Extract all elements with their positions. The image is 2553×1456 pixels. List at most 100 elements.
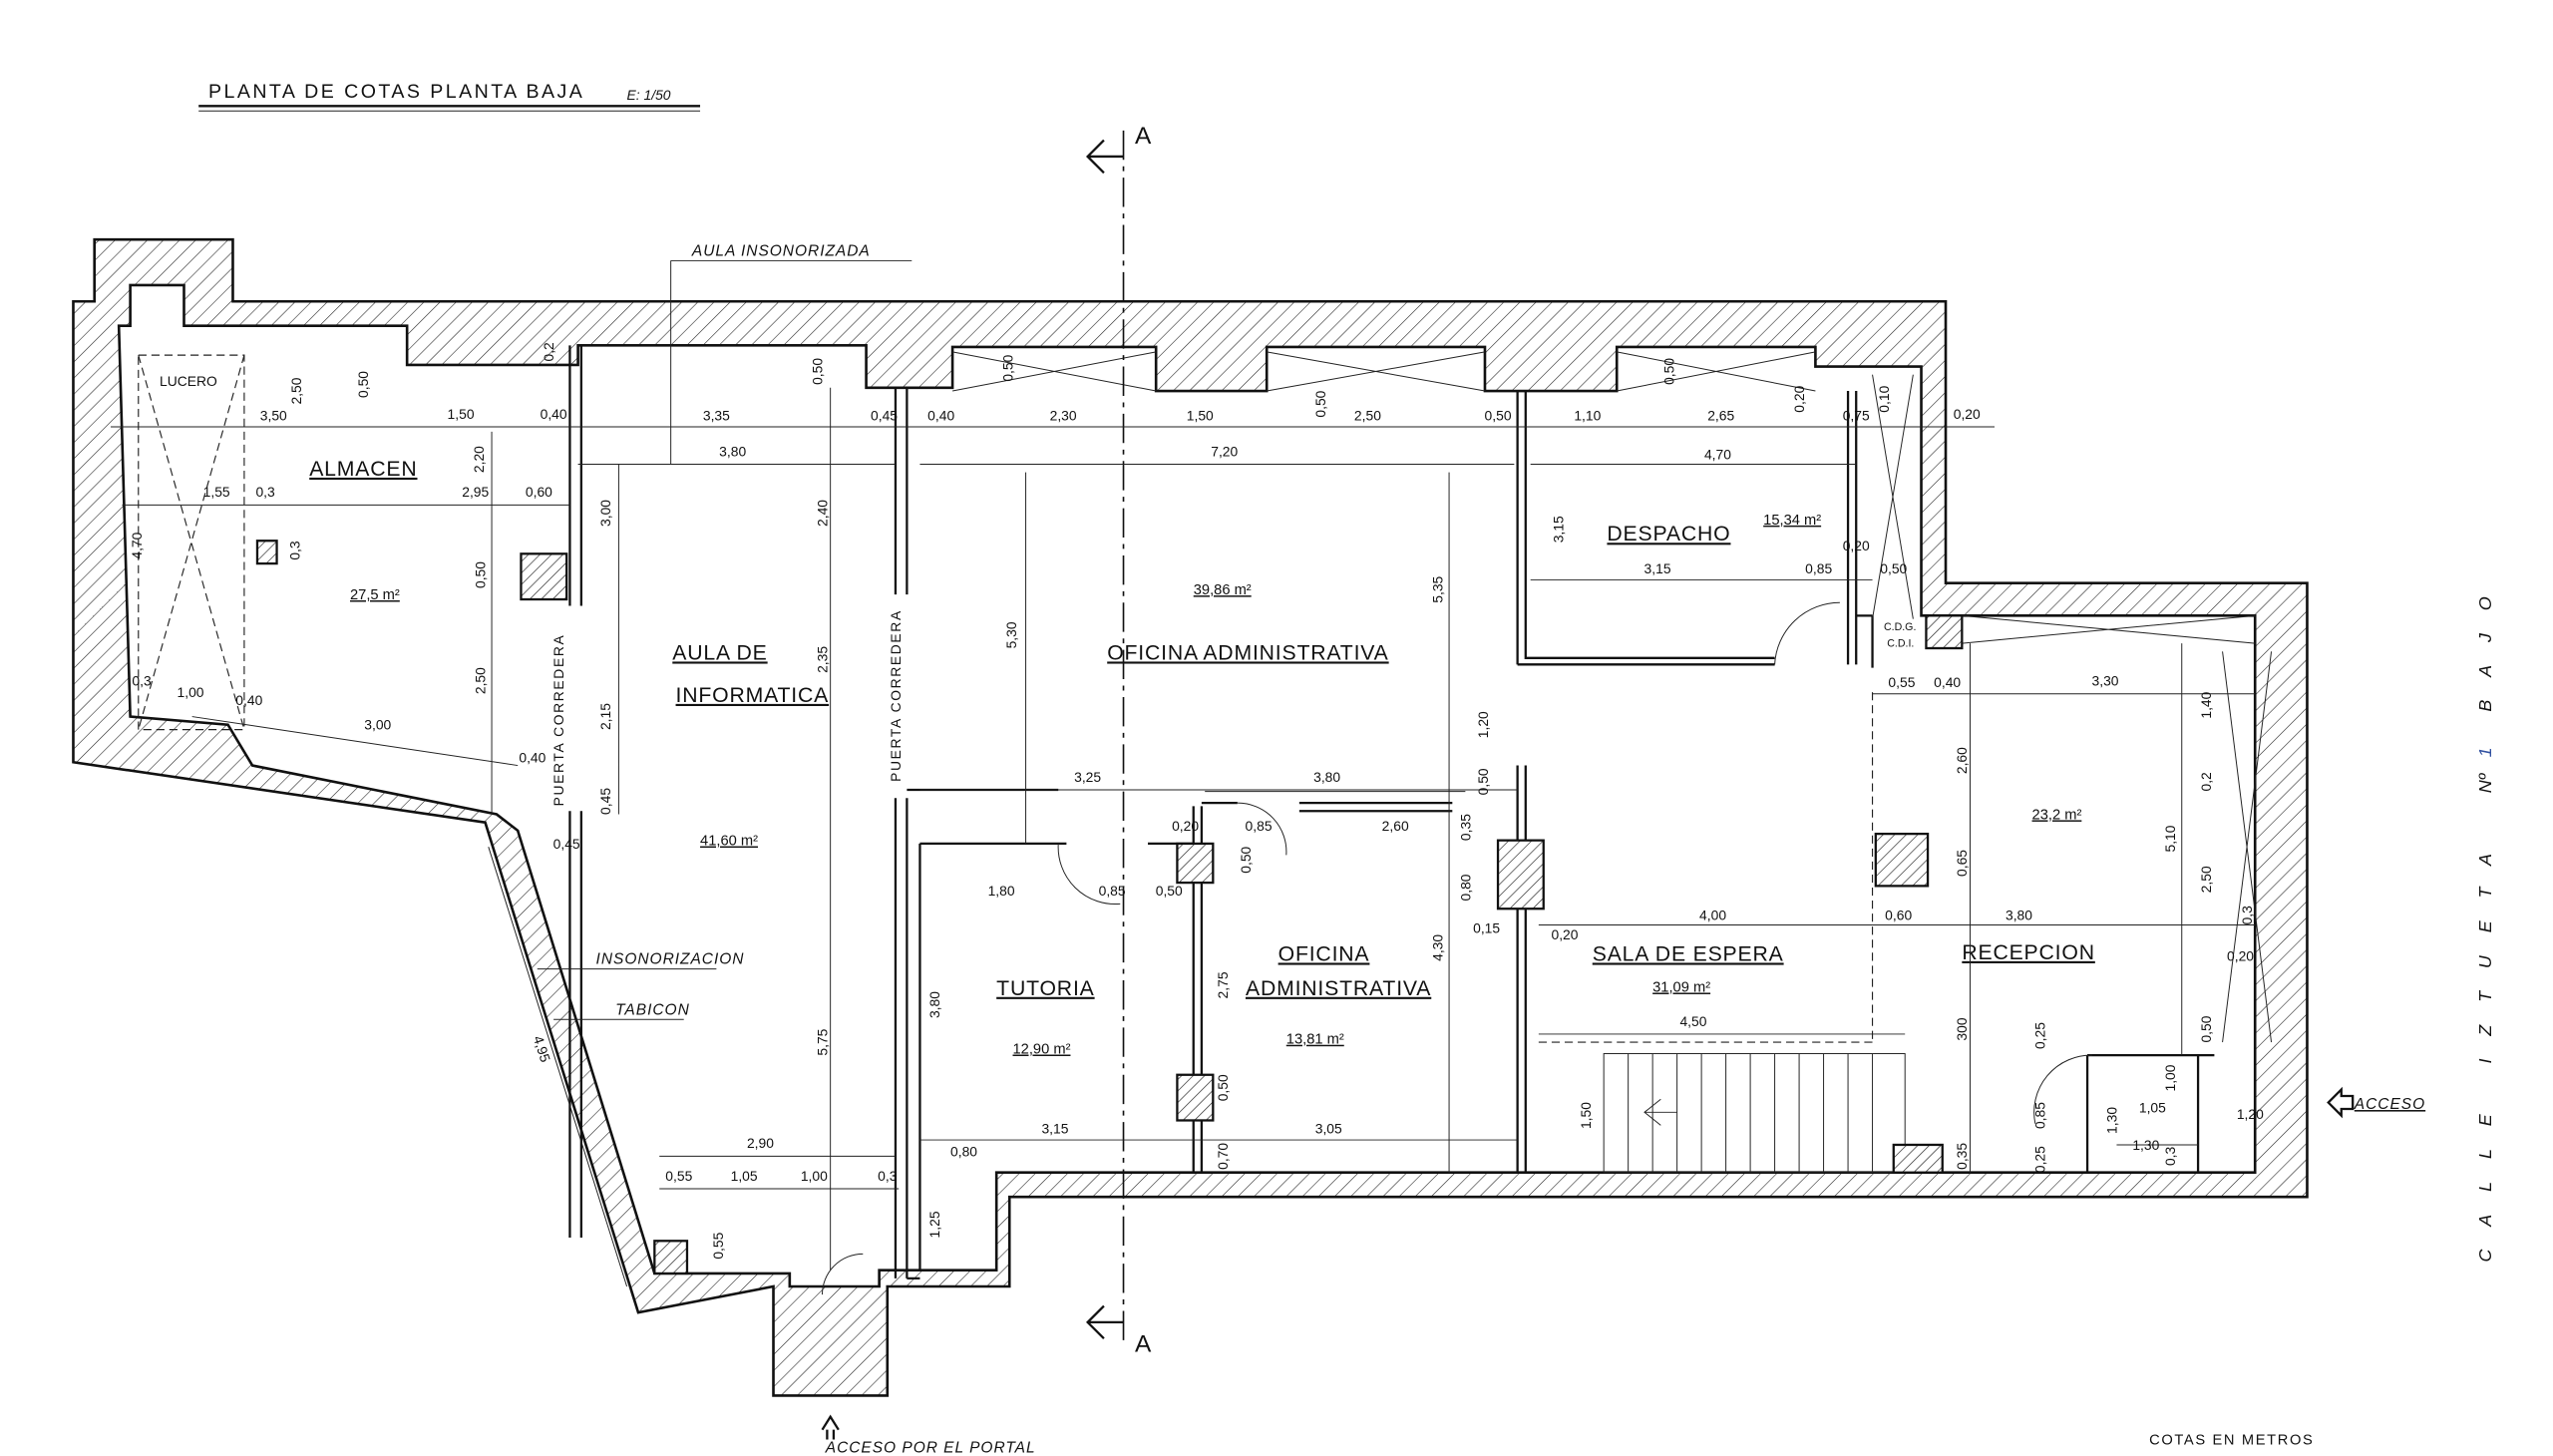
dimension-label: 0,60 xyxy=(1885,908,1912,923)
dimension-label: 2,75 xyxy=(1215,971,1231,998)
dimension-label: 0,50 xyxy=(355,371,371,398)
note-lucero: LUCERO xyxy=(160,373,217,389)
entrance-arrow-icon xyxy=(821,1414,840,1440)
dimension-label: 3,35 xyxy=(703,407,730,423)
dimension-label: 3,80 xyxy=(2006,908,2032,923)
dimension-label: 0,50 xyxy=(1238,846,1254,873)
exterior-walls xyxy=(72,237,2309,1397)
room-area: 12,90 m² xyxy=(1013,1042,1071,1058)
note-insonorizacion: INSONORIZACION xyxy=(596,951,745,968)
dimension-label: 2,50 xyxy=(1354,407,1381,423)
room-name: RECEPCION xyxy=(1962,941,2095,964)
dimension-label: 3,00 xyxy=(364,717,391,733)
note-cotas: COTAS EN METROS xyxy=(2149,1432,2314,1448)
title-text: PLANTA DE COTAS PLANTA BAJA xyxy=(208,81,584,103)
room-sala-espera: SALA DE ESPERA 31,09 m² xyxy=(1593,942,1784,995)
dimension-label: 0,3 xyxy=(132,673,152,689)
dimension-label: 0,85 xyxy=(1805,560,1832,576)
dimension-label: 1,50 xyxy=(1187,407,1214,423)
note-acceso-portal: ACCESO POR EL PORTAL xyxy=(825,1440,1036,1456)
dimension-label: 0,20 xyxy=(1172,818,1199,834)
dimension-label: 3,80 xyxy=(719,443,746,459)
dimension-label: 3,05 xyxy=(1315,1121,1342,1137)
dimension-label: 4,50 xyxy=(1679,1013,1706,1029)
dimension-label: 1,55 xyxy=(203,484,230,500)
dimension-label: 0,45 xyxy=(553,836,580,852)
dimension-label: 0,85 xyxy=(2032,1102,2048,1129)
dimension-label: 1,80 xyxy=(988,883,1015,899)
room-area: 13,81 m² xyxy=(1286,1032,1344,1048)
room-tutoria: TUTORIA 12,90 m² xyxy=(996,977,1094,1058)
dimension-label: 7,20 xyxy=(1211,443,1238,459)
dimension-label: 2,20 xyxy=(471,446,487,473)
note-puerta-corredera-1: PUERTA CORREDERA xyxy=(550,634,566,807)
room-area: 27,5 m² xyxy=(350,587,400,603)
dimension-label: 0,3 xyxy=(255,484,275,500)
dimension-label: 0,50 xyxy=(1485,407,1512,423)
dimension-label: 3,15 xyxy=(1550,516,1566,543)
leader-aula-insonorizada xyxy=(670,259,912,465)
street-number: 1 xyxy=(2475,747,2495,757)
room-area: 41,60 m² xyxy=(700,834,758,850)
dimension-label: 2,60 xyxy=(1382,818,1409,834)
room-despacho: DESPACHO 15,34 m² xyxy=(1607,513,1821,546)
staircase xyxy=(1603,1053,1906,1174)
dimension-label: 0,20 xyxy=(1791,385,1807,412)
dimension-label: 3,15 xyxy=(1041,1121,1068,1137)
section-marker-bottom: A xyxy=(1135,1330,1152,1357)
dimension-label: 0,80 xyxy=(1457,874,1473,901)
dimension-label: 2,95 xyxy=(462,484,489,500)
dimension-label: 0,80 xyxy=(950,1143,977,1159)
street-name: CALLE IZTUETA xyxy=(2475,831,2495,1262)
dimension-label: 4,70 xyxy=(129,532,145,558)
room-area: 39,86 m² xyxy=(1194,582,1252,598)
dimension-label: 5,10 xyxy=(2162,825,2178,852)
dimension-label: 0,70 xyxy=(1215,1143,1231,1170)
dimension-label: 0,3 xyxy=(2239,906,2255,925)
street-number-label: Nº xyxy=(2475,772,2495,793)
dimension-label: 2,50 xyxy=(2198,866,2214,893)
dimension-label: 0,20 xyxy=(1843,538,1870,553)
dimension-label: 0,50 xyxy=(809,358,825,385)
dimension-label: 0,40 xyxy=(519,749,546,765)
room-name: DESPACHO xyxy=(1607,523,1730,546)
room-area: 23,2 m² xyxy=(2032,807,2082,823)
note-acceso: ACCESO xyxy=(2354,1096,2425,1113)
dimension-label: 0,25 xyxy=(2032,1022,2048,1049)
dimension-label: 0,55 xyxy=(710,1232,726,1259)
dimension-label: 0,35 xyxy=(1457,814,1473,841)
structural-columns xyxy=(255,540,1964,1275)
room-name-line1: OFICINA xyxy=(1278,942,1370,965)
dimension-label: 0,50 xyxy=(1880,560,1907,576)
window-marks xyxy=(952,351,2273,1043)
dimension-label: 1,50 xyxy=(1578,1102,1594,1129)
dimension-label: 0,50 xyxy=(473,561,489,588)
dimension-label: 1,30 xyxy=(2103,1107,2119,1134)
dimension-label: 0,50 xyxy=(1312,390,1328,417)
dimension-label: 0,40 xyxy=(235,692,262,708)
note-puerta-corredera-2: PUERTA CORREDERA xyxy=(888,609,904,782)
dimension-label: 0,55 xyxy=(665,1168,692,1184)
door-swings xyxy=(822,601,2092,1295)
note-cdi: C.D.I. xyxy=(1887,637,1914,649)
dimension-label: 1,00 xyxy=(801,1168,828,1184)
dimension-label: 0,3 xyxy=(286,541,302,560)
room-name-line2: ADMINISTRATIVA xyxy=(1246,977,1431,1000)
dimension-label: 3,00 xyxy=(597,500,613,527)
dimension-label: 1,10 xyxy=(1574,407,1601,423)
dimension-label: 2,30 xyxy=(1050,407,1077,423)
dimension-label: 1,00 xyxy=(178,684,204,700)
dimension-label: 0,85 xyxy=(1246,818,1273,834)
title-scale: E: 1/50 xyxy=(627,87,671,103)
dimension-label: 3,15 xyxy=(1644,560,1671,576)
room-name: ALMACEN xyxy=(309,458,417,481)
plan-title: PLANTA DE COTAS PLANTA BAJA E: 1/50 xyxy=(198,81,701,112)
dimension-label: 1,50 xyxy=(448,406,475,422)
dimension-label: 0,75 xyxy=(1843,407,1870,423)
room-name: OFICINA ADMINISTRATIVA xyxy=(1107,641,1388,664)
dimension-label: 0,10 xyxy=(1876,385,1892,412)
room-name: SALA DE ESPERA xyxy=(1593,942,1784,965)
dimension-label: 0,50 xyxy=(1215,1074,1231,1101)
